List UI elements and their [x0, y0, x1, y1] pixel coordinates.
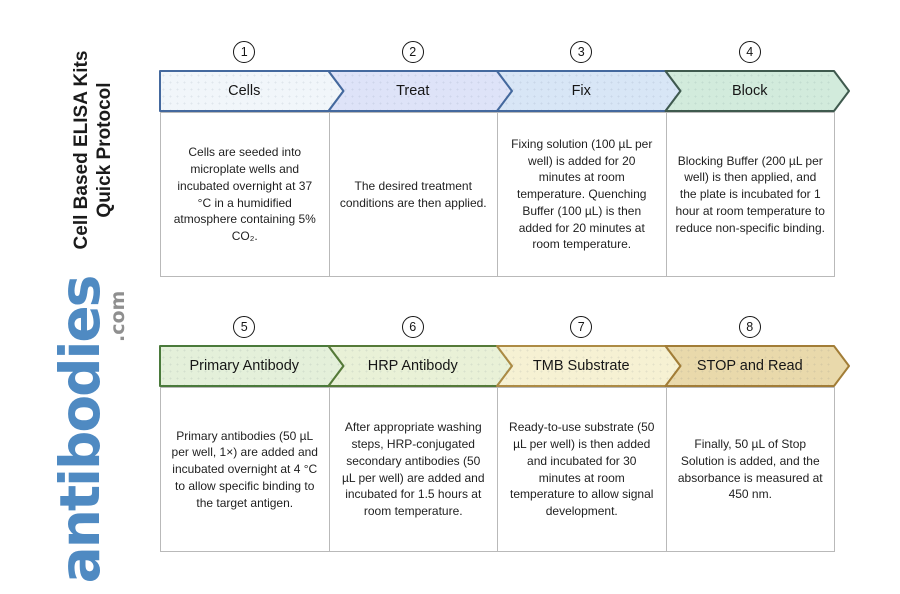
step-description: Fixing solution (100 µL per well) is add… — [511, 136, 653, 252]
step-description: Finally, 50 µL of Stop Solution is added… — [677, 436, 823, 502]
step-banner-label: Block — [732, 83, 768, 99]
step-description-box: The desired treatment conditions are the… — [328, 112, 498, 277]
protocol-row-1: Cells are seeded into microplate wells a… — [159, 33, 860, 279]
step-number: 8 — [746, 320, 754, 334]
step-number-badge: 2 — [401, 41, 424, 63]
description-row: Cells are seeded into microplate wells a… — [160, 112, 835, 277]
step-number-badge: 1 — [233, 41, 256, 63]
step-description: After appropriate washing steps, HRP-con… — [341, 420, 485, 519]
chevron-step-4 — [664, 70, 850, 112]
chevron-banner-strip — [159, 70, 850, 112]
step-description-box: Finally, 50 µL of Stop Solution is added… — [665, 387, 835, 552]
step-description-box: Ready-to-use substrate (50 µL per well) … — [497, 387, 667, 552]
step-description-box: After appropriate washing steps, HRP-con… — [328, 387, 498, 552]
chevron-step-8 — [664, 345, 850, 387]
step-description-box: Fixing solution (100 µL per well) is add… — [497, 112, 667, 277]
protocol-row-2: Primary antibodies (50 µL per well, 1×) … — [159, 308, 860, 554]
page-title: Cell Based ELISA Kits Quick Protocol — [70, 20, 116, 280]
step-description-box: Blocking Buffer (200 µL per well) is the… — [665, 112, 835, 277]
step-number: 2 — [409, 45, 417, 59]
step-number-badge: 4 — [738, 41, 761, 63]
step-banner-label: STOP and Read — [696, 358, 803, 374]
step-number-badge: 7 — [570, 316, 593, 338]
step-number-badge: 8 — [738, 316, 761, 338]
step-number-badge: 3 — [570, 41, 593, 63]
brand-logo-suffix: .com — [107, 290, 129, 342]
step-banner-label: Treat — [396, 83, 430, 99]
step-banner-label: Primary Antibody — [189, 358, 300, 374]
step-description: Ready-to-use substrate (50 µL per well) … — [509, 420, 655, 519]
step-number: 7 — [577, 320, 585, 334]
description-row: Primary antibodies (50 µL per well, 1×) … — [160, 387, 835, 552]
step-banner-label: Fix — [571, 83, 591, 99]
step-number: 1 — [240, 45, 248, 59]
step-number: 6 — [409, 320, 417, 334]
step-description-box: Primary antibodies (50 µL per well, 1×) … — [160, 387, 330, 552]
step-description: Cells are seeded into microplate wells a… — [173, 145, 316, 244]
step-description: Primary antibodies (50 µL per well, 1×) … — [171, 428, 318, 510]
step-number: 5 — [240, 320, 248, 334]
page-title-line1: Cell Based ELISA Kits — [71, 50, 92, 250]
step-number-badge: 6 — [401, 316, 424, 338]
page-title-line2: Quick Protocol — [94, 82, 115, 218]
step-number: 4 — [746, 45, 754, 59]
step-banner-label: HRP Antibody — [367, 358, 458, 374]
step-banner-label: TMB Substrate — [532, 358, 630, 374]
step-description-box: Cells are seeded into microplate wells a… — [160, 112, 330, 277]
chevron-banner-strip — [159, 345, 850, 387]
step-banner-label: Cells — [228, 83, 261, 99]
step-description: Blocking Buffer (200 µL per well) is the… — [675, 153, 825, 235]
step-number: 3 — [577, 45, 585, 59]
step-number-badge: 5 — [233, 316, 256, 338]
step-description: The desired treatment conditions are the… — [339, 178, 487, 210]
